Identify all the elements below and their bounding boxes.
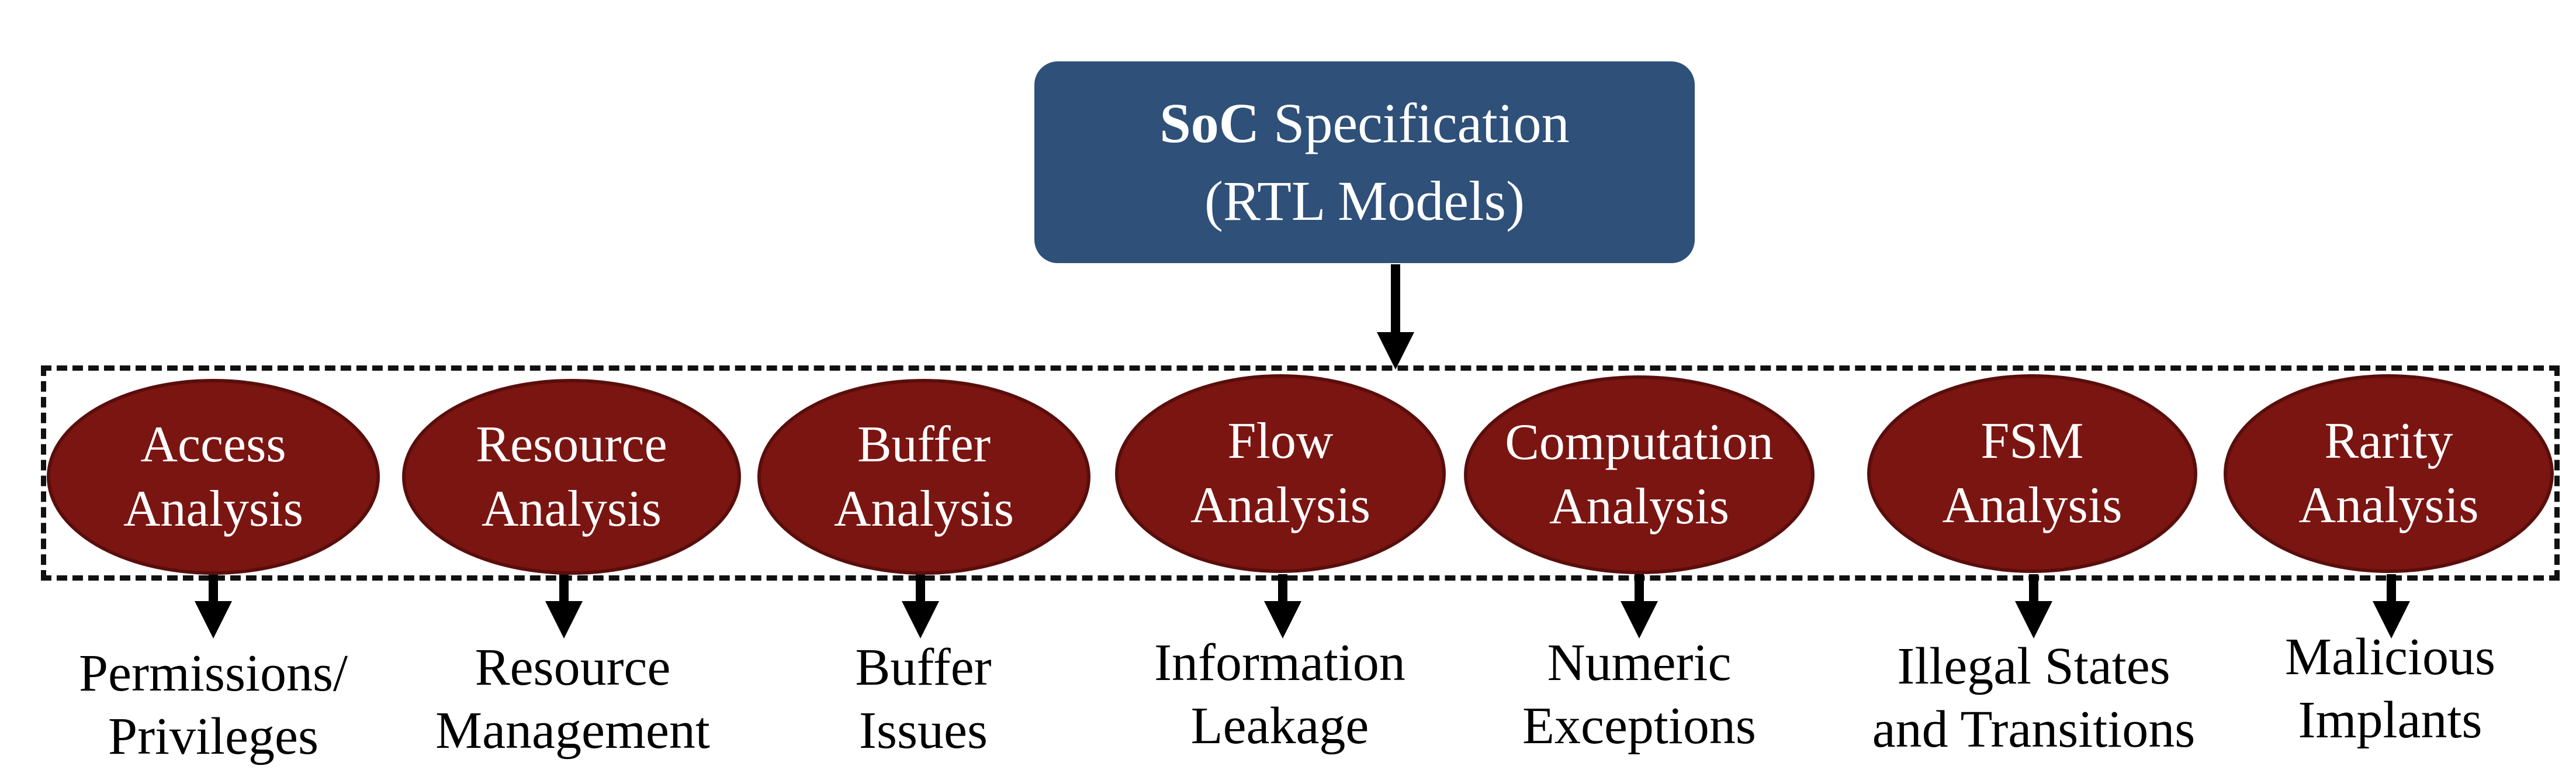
result-line2: Issues (859, 702, 988, 760)
spec-subtitle: (RTL Models) (1204, 169, 1525, 232)
ellipse-line2: Analysis (1190, 477, 1370, 534)
ellipse-fsm-analysis: FSM Analysis (1867, 374, 2197, 573)
spec-title-rest: Specification (1259, 92, 1570, 155)
result-line2: Management (435, 702, 710, 760)
ellipse-line1: Buffer (857, 416, 991, 473)
ellipse-access-analysis: Access Analysis (47, 379, 380, 575)
ellipse-line2: Analysis (834, 480, 1014, 537)
result-line1: Numeric (1547, 634, 1732, 692)
result-numeric-exceptions: Numeric Exceptions (1473, 631, 1806, 758)
spec-title-bold: SoC (1159, 92, 1260, 155)
ellipse-line1: Rarity (2324, 413, 2453, 470)
ellipse-line1: Access (140, 416, 286, 473)
ellipse-line2: Analysis (482, 480, 662, 537)
ellipse-flow-analysis: Flow Analysis (1115, 374, 1446, 573)
result-malicious-implants: Malicious Implants (2221, 626, 2560, 752)
result-line1: Information (1154, 634, 1405, 692)
result-line1: Permissions/ (78, 644, 348, 702)
analysis-group-frame (41, 365, 2560, 581)
result-permissions-privileges: Permissions/ Privileges (53, 642, 374, 768)
ellipse-line1: Flow (1227, 413, 1334, 470)
ellipse-line2: Analysis (123, 480, 303, 537)
result-line1: Malicious (2285, 628, 2495, 686)
soc-specification-box: SoC Specification (RTL Models) (1034, 61, 1695, 263)
ellipse-line2: Analysis (1942, 477, 2123, 534)
result-line2: Implants (2298, 691, 2482, 749)
ellipse-line1: FSM (1981, 413, 2084, 470)
result-line1: Illegal States (1897, 637, 2170, 695)
spec-title: SoC Specification (1159, 85, 1569, 162)
result-buffer-issues: Buffer Issues (760, 636, 1087, 762)
ellipse-line2: Analysis (2298, 477, 2479, 534)
result-line2: and Transitions (1872, 700, 2196, 758)
result-line1: Buffer (855, 639, 992, 696)
result-line2: Leakage (1190, 697, 1369, 755)
ellipse-line2: Analysis (1549, 478, 1729, 535)
ellipse-buffer-analysis: Buffer Analysis (757, 379, 1090, 575)
result-resource-management: Resource Management (409, 636, 736, 762)
ellipse-line1: Computation (1505, 414, 1774, 471)
result-information-leakage: Information Leakage (1116, 631, 1443, 758)
ellipse-rarity-analysis: Rarity Analysis (2224, 374, 2554, 573)
ellipse-line1: Resource (476, 416, 667, 473)
ellipse-computation-analysis: Computation Analysis (1464, 375, 1815, 574)
ellipse-resource-analysis: Resource Analysis (402, 379, 741, 575)
result-line2: Exceptions (1522, 697, 1756, 755)
result-line1: Resource (475, 639, 671, 696)
result-illegal-states-transitions: Illegal States and Transitions (1853, 635, 2215, 761)
result-line2: Privileges (108, 707, 318, 765)
